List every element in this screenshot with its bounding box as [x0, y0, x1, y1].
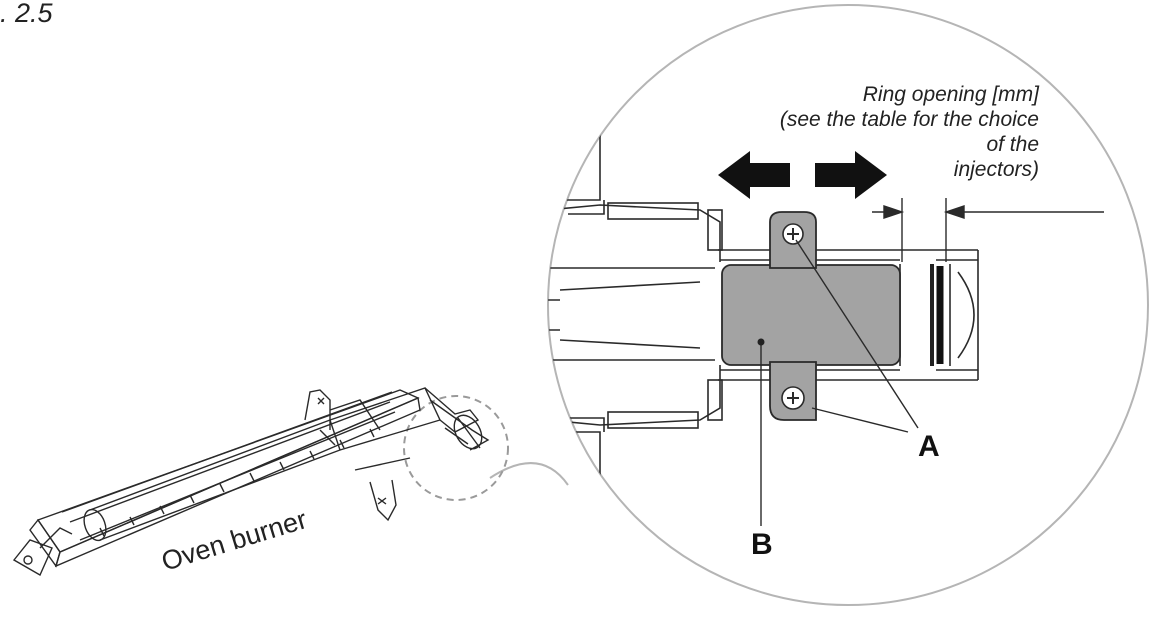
zoomed-detail [548, 130, 979, 500]
oven-burner [12, 387, 490, 576]
arrow-left-icon [718, 151, 790, 199]
figure-label: . 2.5 [0, 0, 53, 28]
note-line: (see the table for the choice [779, 108, 1039, 131]
note-line: injectors) [953, 158, 1039, 181]
arrow-right-icon [815, 151, 887, 199]
point-b-marker [757, 338, 765, 346]
magnifier-connector [489, 462, 569, 486]
ring-opening-note: Ring opening [mm] (see the table for the… [699, 82, 1039, 182]
adjustment-sleeve [721, 264, 901, 366]
note-line: of the [986, 133, 1039, 156]
callout-b: B [751, 528, 773, 561]
callout-leaders [760, 239, 919, 526]
detail-circle [403, 395, 509, 501]
note-line: Ring opening [mm] [862, 83, 1039, 106]
callout-a: A [918, 430, 940, 463]
ring-opening-dimension [872, 198, 1104, 262]
